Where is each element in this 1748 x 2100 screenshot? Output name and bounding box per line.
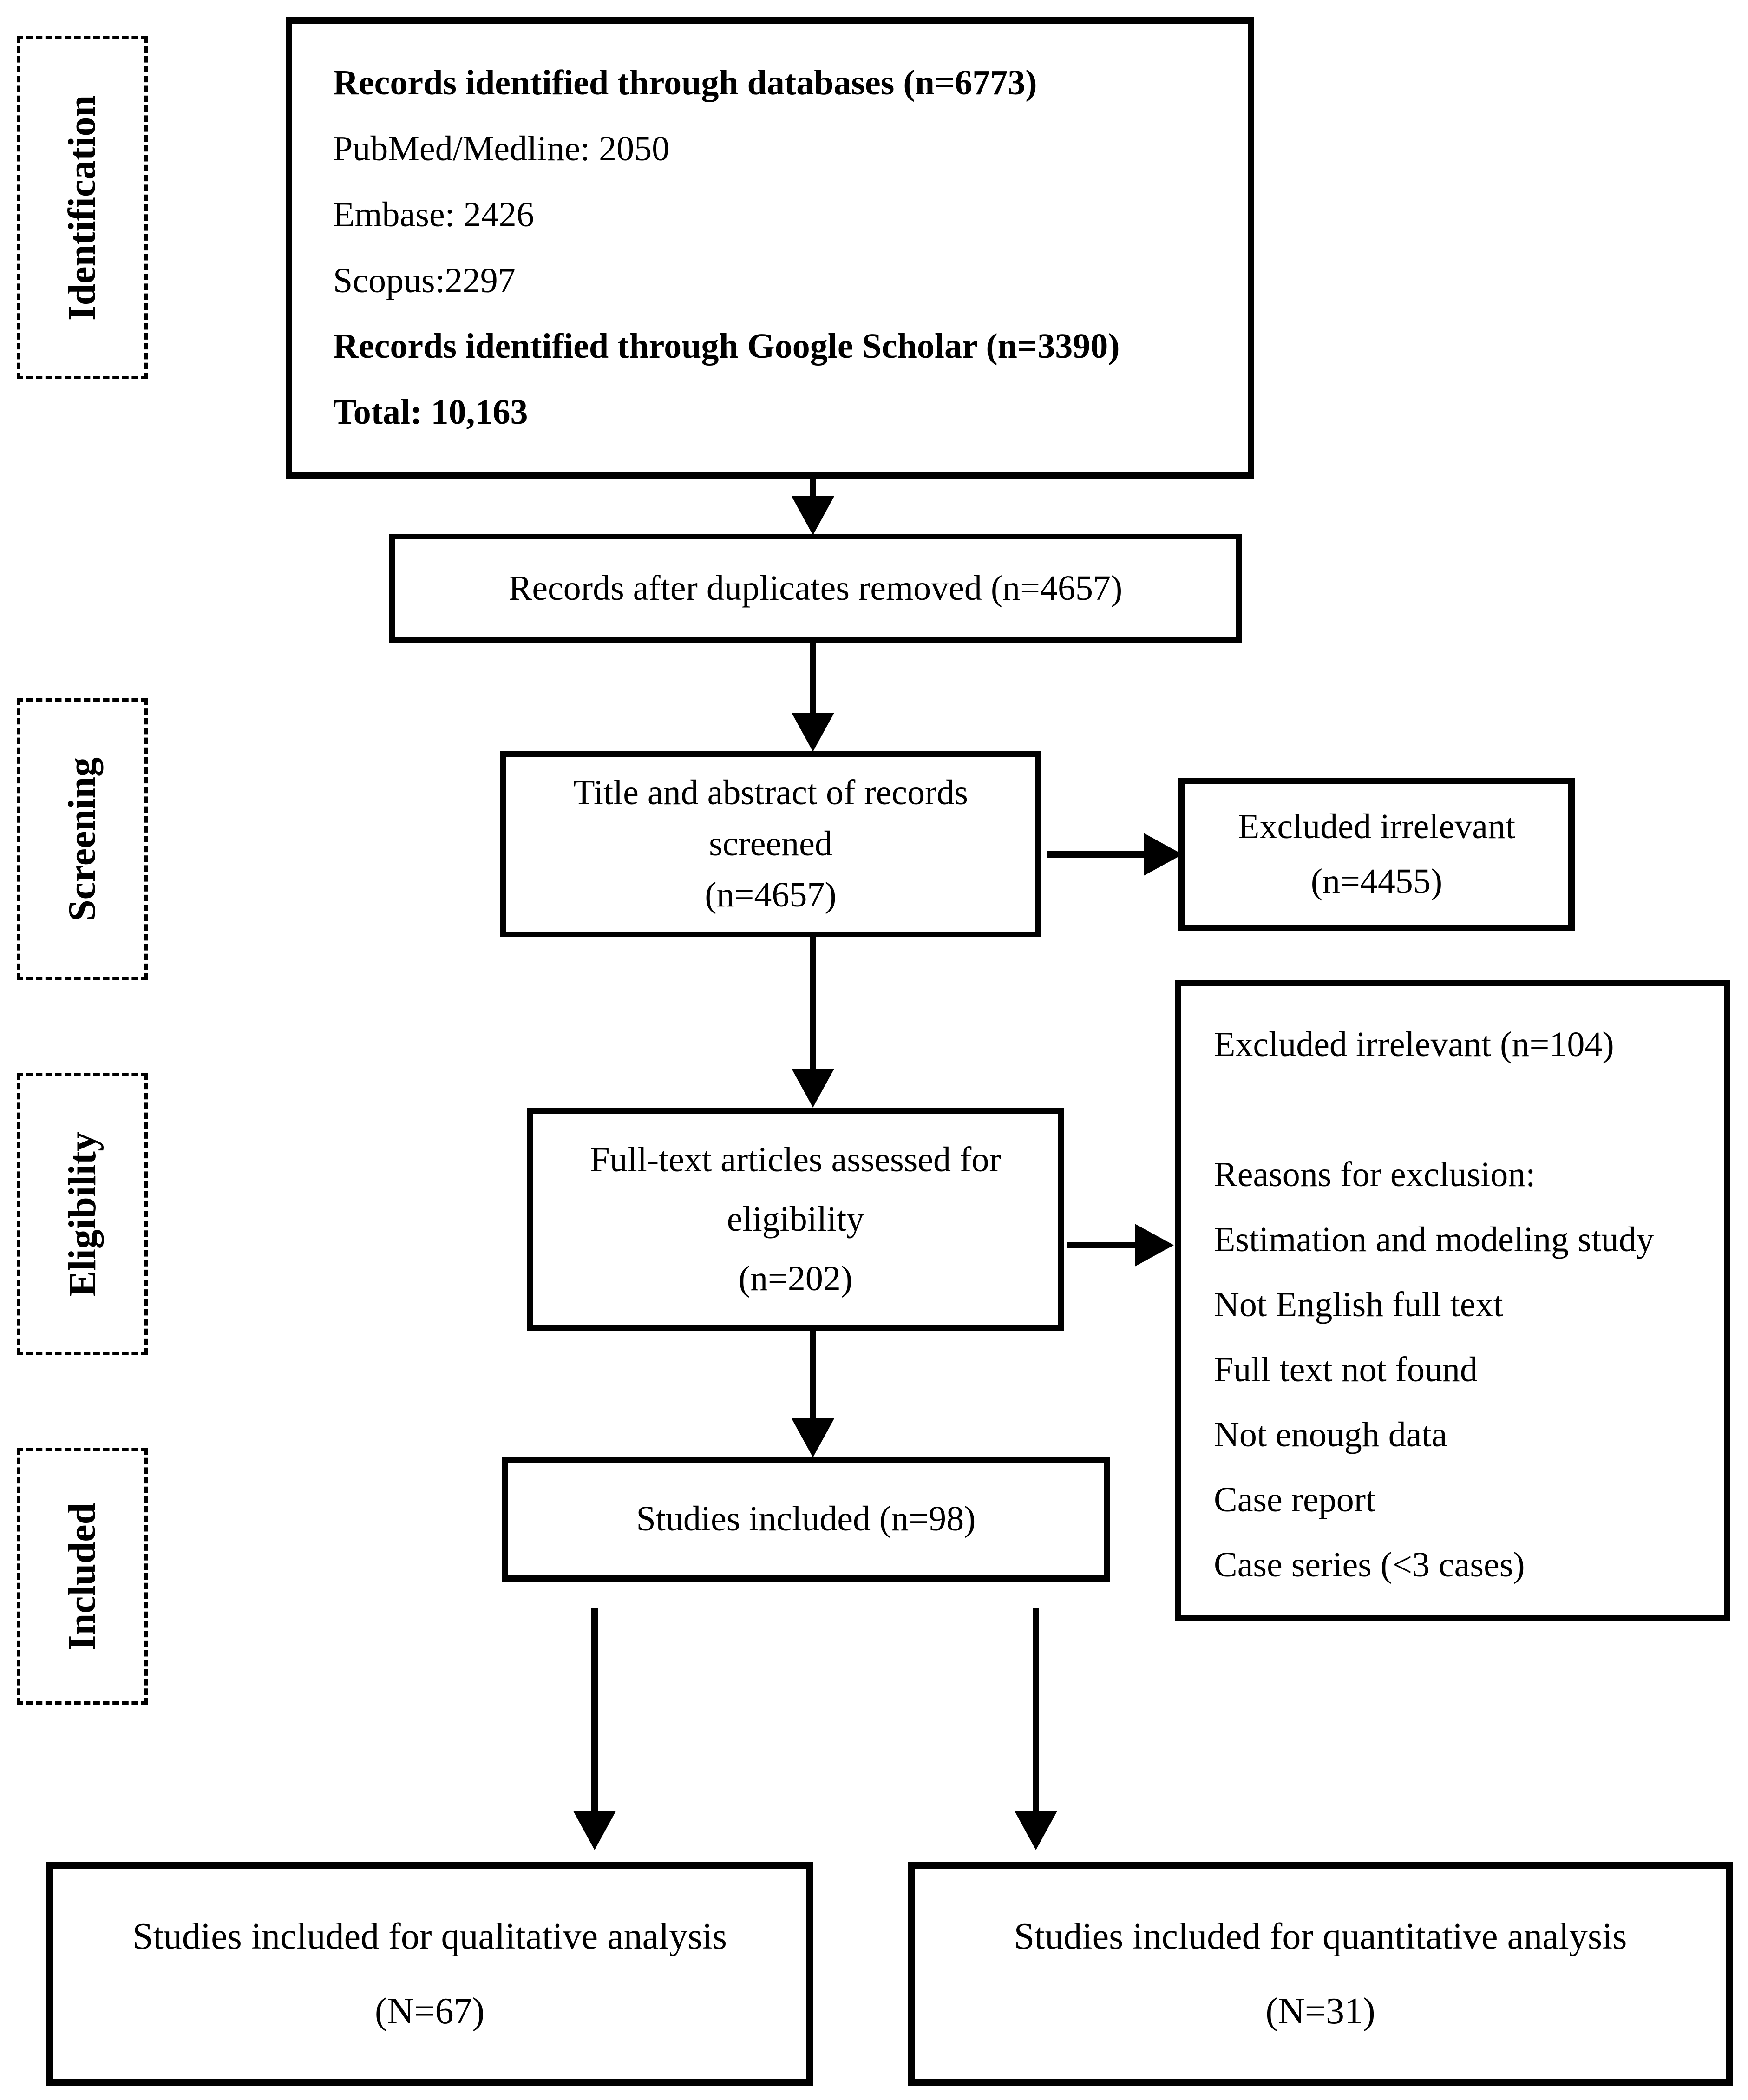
- records-identified-box: Records identified through databases (n=…: [286, 17, 1254, 479]
- excluded-screening-box: Excluded irrelevant (n=4455): [1178, 778, 1575, 931]
- studies-included-box: Studies included (n=98): [502, 1457, 1110, 1582]
- fulltext-line: eligibility: [727, 1200, 864, 1239]
- records-identified-line: Embase: 2426: [333, 195, 534, 234]
- reasons-heading: Reasons for exclusion:: [1214, 1155, 1536, 1194]
- qualitative-line: (N=67): [374, 1991, 485, 2032]
- stage-screening-label: Screening: [60, 757, 104, 921]
- records-identified-line: Total: 10,163: [333, 393, 528, 432]
- arrowhead-right-icon: [1144, 833, 1183, 876]
- screened-line: Title and abstract of records: [573, 773, 968, 813]
- stage-eligibility: Eligibility: [17, 1073, 148, 1355]
- duplicates-removed-box: Records after duplicates removed (n=4657…: [389, 534, 1242, 643]
- stage-eligibility-label: Eligibility: [60, 1131, 104, 1297]
- arrowhead-down-icon: [573, 1811, 616, 1850]
- qualitative-line: Studies included for qualitative analysi…: [132, 1916, 727, 1957]
- arrow-stem: [1047, 851, 1149, 858]
- arrow-stem: [810, 643, 816, 716]
- quantitative-box: Studies included for quantitative analys…: [908, 1862, 1733, 2086]
- stage-included-label: Included: [60, 1503, 104, 1650]
- arrowhead-down-icon: [1015, 1811, 1057, 1850]
- fulltext-assessed-box: Full-text articles assessed for eligibil…: [527, 1108, 1064, 1331]
- reason-item: Full text not found: [1214, 1350, 1478, 1389]
- reason-item: Case series (<3 cases): [1214, 1545, 1525, 1584]
- screened-box: Title and abstract of records screened (…: [500, 751, 1041, 937]
- excluded-screening-line: (n=4455): [1310, 862, 1443, 901]
- stage-identification-label: Identification: [60, 95, 104, 321]
- arrowhead-down-icon: [792, 1069, 834, 1108]
- spacer: [1214, 1077, 1692, 1142]
- arrowhead-down-icon: [792, 1418, 834, 1457]
- reason-item: Case report: [1214, 1480, 1376, 1519]
- arrow-stem: [810, 478, 816, 502]
- arrow-stem: [810, 1331, 816, 1424]
- records-identified-line: Scopus:2297: [333, 261, 516, 300]
- arrow-stem: [1033, 1608, 1039, 1817]
- stage-identification: Identification: [17, 36, 148, 379]
- quantitative-line: Studies included for quantitative analys…: [1014, 1916, 1627, 1957]
- studies-included-text: Studies included (n=98): [636, 1499, 976, 1539]
- screened-line: (n=4657): [705, 875, 837, 915]
- arrow-stem: [810, 937, 816, 1074]
- duplicates-removed-text: Records after duplicates removed (n=4657…: [508, 568, 1123, 608]
- fulltext-line: (n=202): [738, 1259, 853, 1299]
- records-identified-line: Records identified through databases (n=…: [333, 63, 1037, 103]
- arrowhead-right-icon: [1135, 1224, 1174, 1267]
- reason-item: Estimation and modeling study: [1214, 1220, 1654, 1259]
- stage-included: Included: [17, 1448, 148, 1705]
- stage-screening: Screening: [17, 698, 148, 980]
- arrow-stem: [1067, 1242, 1138, 1248]
- excluded-fulltext-box: Excluded irrelevant (n=104) Reasons for …: [1175, 980, 1730, 1621]
- arrow-stem: [591, 1608, 598, 1817]
- qualitative-box: Studies included for qualitative analysi…: [46, 1862, 813, 2086]
- reason-item: Not English full text: [1214, 1285, 1503, 1324]
- fulltext-line: Full-text articles assessed for: [590, 1140, 1001, 1180]
- records-identified-line: PubMed/Medline: 2050: [333, 129, 670, 169]
- excluded-fulltext-title: Excluded irrelevant (n=104): [1214, 1025, 1614, 1064]
- arrowhead-down-icon: [792, 713, 834, 752]
- excluded-screening-line: Excluded irrelevant: [1237, 807, 1516, 847]
- records-identified-line: Records identified through Google Schola…: [333, 327, 1120, 366]
- arrowhead-down-icon: [792, 496, 834, 535]
- quantitative-line: (N=31): [1265, 1991, 1375, 2032]
- screened-line: screened: [709, 824, 832, 864]
- reason-item: Not enough data: [1214, 1415, 1447, 1454]
